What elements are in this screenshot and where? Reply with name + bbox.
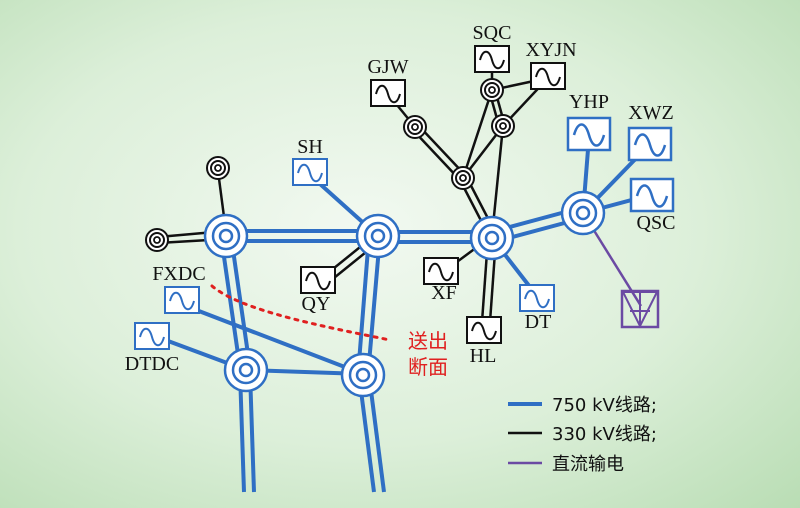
substation-750-south-center [340,352,386,398]
generator-dtdc-icon [134,322,170,350]
substation-750-far-east [560,190,606,236]
generator-qy-icon [300,266,336,294]
label-yhp: YHP [569,91,609,113]
substation-750-center [355,213,401,259]
label-xf: XF [431,282,457,304]
substation-330-mid [451,166,475,190]
label-xwz: XWZ [628,102,674,124]
substation-750-south-west [223,347,269,393]
section-label-line1: 送出 [408,329,448,353]
substation-330-gjw [403,115,427,139]
generator-fxdc-icon [164,286,200,314]
label-hl: HL [470,345,497,367]
converter-station-icon [620,289,660,329]
generator-sh-icon [292,158,328,186]
label-qy: QY [302,293,331,315]
generator-xf-icon [423,257,459,285]
label-fxdc: FXDC [152,263,205,285]
legend-750kv-label: 750 kV线路; [552,395,657,416]
generator-dt-icon [519,284,555,312]
section-line [210,284,392,342]
generator-qsc-icon [629,177,675,213]
label-dtdc: DTDC [125,353,179,375]
legend-330kv-label: 330 kV线路; [552,424,657,445]
generator-hl-icon [466,316,502,344]
generator-gjw-icon [370,79,406,107]
substation-330-left [145,228,169,252]
label-sh: SH [297,136,323,158]
generator-yhp-icon [566,116,612,152]
generator-xyjn-icon [530,62,566,90]
label-dt: DT [525,311,552,333]
substation-750-east [469,215,515,261]
label-xyjn: XYJN [525,39,576,61]
label-gjw: GJW [367,56,408,78]
substation-750-west [203,213,249,259]
substation-330-sqc [480,78,504,102]
legend: 750 kV线路; 330 kV线路; 直流输电 [508,395,657,475]
label-qsc: QSC [637,212,676,234]
substation-330-xyjn [491,114,515,138]
generator-xwz-icon [627,126,673,162]
legend-dc-label: 直流输电 [552,454,624,475]
generator-sqc-icon [474,45,510,73]
substation-330-top-left [206,156,230,180]
label-sqc: SQC [473,22,512,44]
section-label-line2: 断面 [408,355,448,379]
